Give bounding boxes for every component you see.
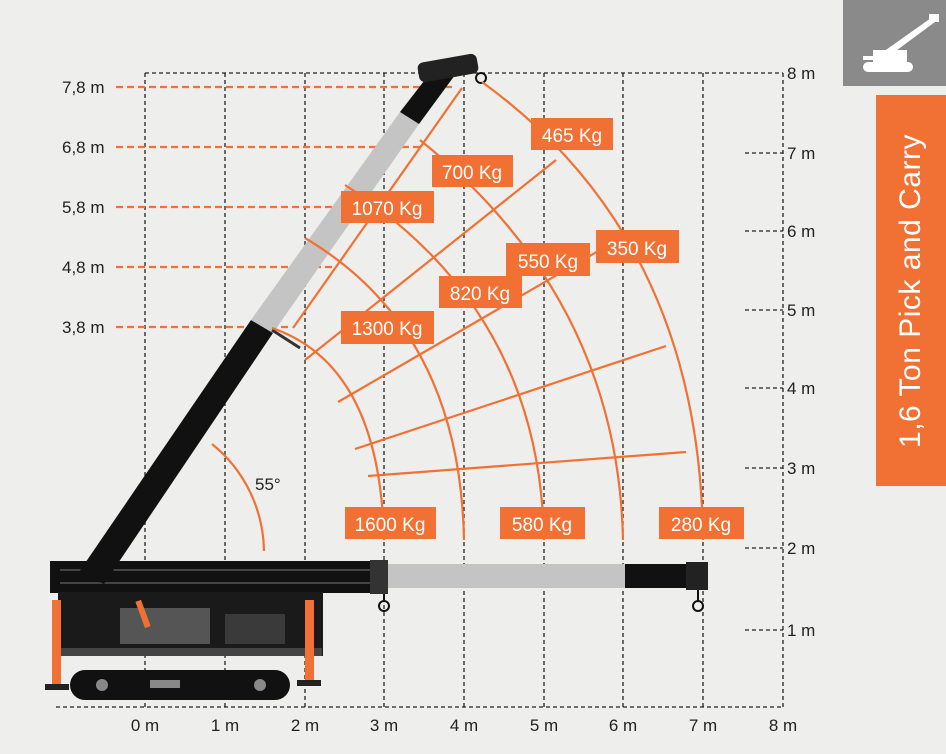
svg-text:6 m: 6 m — [609, 716, 637, 735]
load-280: 280 Kg — [659, 507, 744, 539]
crane-icon — [863, 14, 939, 72]
crane-body — [45, 592, 323, 700]
load-zones — [271, 81, 705, 541]
svg-text:550 Kg: 550 Kg — [518, 252, 578, 273]
load-820: 820 Kg — [439, 276, 522, 308]
svg-text:6,8 m: 6,8 m — [62, 138, 105, 157]
svg-text:1070 Kg: 1070 Kg — [352, 199, 423, 220]
page-title: 1,6 Ton Pick and Carry — [894, 133, 927, 448]
svg-text:7 m: 7 m — [787, 144, 815, 163]
crane-icon-box — [843, 0, 946, 86]
svg-text:3,8 m: 3,8 m — [62, 318, 105, 337]
load-700: 700 Kg — [432, 155, 513, 187]
svg-text:4 m: 4 m — [450, 716, 478, 735]
grid — [56, 72, 784, 708]
load-1300: 1300 Kg — [341, 311, 434, 344]
load-550: 550 Kg — [506, 243, 590, 276]
svg-text:350 Kg: 350 Kg — [607, 239, 667, 260]
boom-inclined — [79, 53, 487, 584]
svg-text:580 Kg: 580 Kg — [512, 515, 572, 536]
load-labels: 465 Kg 700 Kg 1070 Kg 350 Kg 550 Kg 820 … — [341, 118, 744, 539]
svg-text:2 m: 2 m — [291, 716, 319, 735]
svg-text:1 m: 1 m — [211, 716, 239, 735]
svg-text:8 m: 8 m — [769, 716, 797, 735]
svg-text:8 m: 8 m — [787, 64, 815, 83]
svg-text:0 m: 0 m — [131, 716, 159, 735]
load-1070: 1070 Kg — [341, 191, 434, 223]
svg-text:1300 Kg: 1300 Kg — [352, 319, 423, 340]
svg-text:3 m: 3 m — [787, 459, 815, 478]
title-banner: 1,6 Ton Pick and Carry — [876, 95, 946, 486]
svg-text:7,8 m: 7,8 m — [62, 78, 105, 97]
svg-text:5 m: 5 m — [530, 716, 558, 735]
svg-text:5 m: 5 m — [787, 301, 815, 320]
svg-text:465 Kg: 465 Kg — [542, 126, 602, 147]
svg-text:700 Kg: 700 Kg — [442, 163, 502, 184]
load-465: 465 Kg — [531, 118, 613, 150]
load-350: 350 Kg — [596, 230, 679, 263]
svg-text:6 m: 6 m — [787, 222, 815, 241]
svg-text:5,8 m: 5,8 m — [62, 198, 105, 217]
svg-text:1600 Kg: 1600 Kg — [355, 515, 426, 536]
svg-text:4 m: 4 m — [787, 379, 815, 398]
load-1600: 1600 Kg — [345, 507, 436, 539]
svg-text:820 Kg: 820 Kg — [450, 284, 510, 305]
angle-label: 55° — [255, 475, 281, 494]
left-height-labels: 3,8 m 4,8 m 5,8 m 6,8 m 7,8 m — [62, 78, 105, 337]
load-580: 580 Kg — [500, 507, 585, 539]
svg-text:2 m: 2 m — [787, 539, 815, 558]
right-axis-labels: 1 m 2 m 3 m 4 m 5 m 6 m 7 m 8 m — [787, 64, 815, 640]
svg-text:1 m: 1 m — [787, 621, 815, 640]
bottom-axis-labels: 0 m 1 m 2 m 3 m 4 m 5 m 6 m 7 m 8 m — [131, 716, 797, 735]
angle-arc — [211, 443, 266, 552]
svg-text:7 m: 7 m — [689, 716, 717, 735]
svg-text:280 Kg: 280 Kg — [671, 515, 731, 536]
svg-text:3 m: 3 m — [370, 716, 398, 735]
svg-text:4,8 m: 4,8 m — [62, 258, 105, 277]
